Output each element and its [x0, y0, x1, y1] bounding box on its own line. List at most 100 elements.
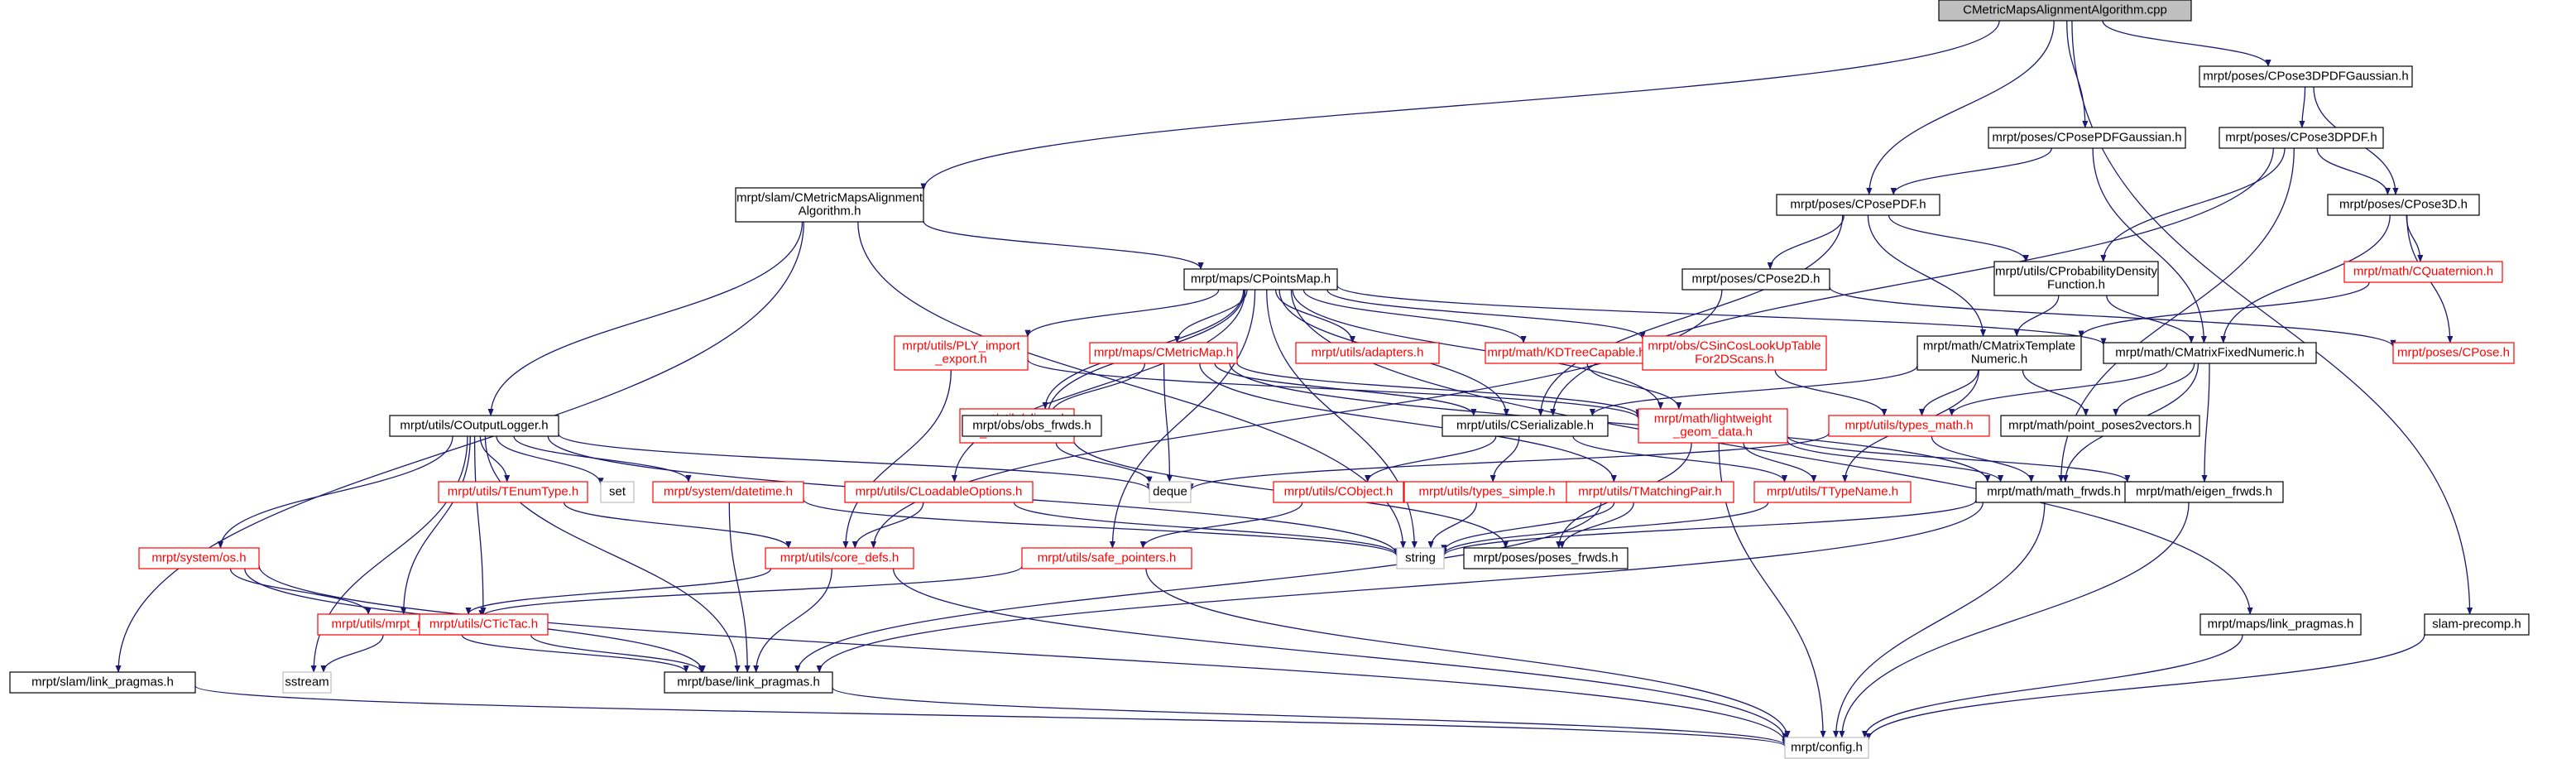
edge-cposepdf-to-cmatrixtemplate: [1867, 214, 1987, 337]
node-box: [1149, 481, 1192, 503]
node-poses_frwds[interactable]: mrpt/poses/poses_frwds.h: [1463, 547, 1629, 569]
edge-coutputlogger-to-tenumtype: [479, 435, 511, 483]
edge-math_frwds-to-string: [1441, 500, 1977, 557]
node-config[interactable]: mrpt/config.h: [1784, 737, 1869, 759]
edge-cpointsmap-to-kdtree: [1302, 289, 1527, 343]
edge-tmatchingpair-to-base_link: [794, 502, 1602, 673]
node-cposepdf[interactable]: mrpt/poses/CPosePDF.h: [1776, 194, 1940, 216]
edge-ply-to-core_defs: [842, 369, 952, 549]
node-box: [1089, 342, 1238, 364]
node-label: mrpt/utils/TMatchingPair.h: [1578, 484, 1721, 498]
node-eigen_frwds[interactable]: mrpt/math/eigen_frwds.h: [2124, 481, 2284, 503]
node-label: CMetricMapsAlignmentAlgorithm.cpp: [1963, 2, 2167, 17]
node-cmatrixfixed[interactable]: mrpt/math/CMatrixFixedNumeric.h: [2103, 342, 2317, 364]
node-label: mrpt/poses/CPose2D.h: [1691, 271, 1820, 286]
node-label: mrpt/maps/link_pragmas.h: [2208, 617, 2354, 631]
node-box: [1273, 481, 1404, 503]
node-box: [1993, 261, 2159, 296]
node-tmatchingpair[interactable]: mrpt/utils/TMatchingPair.h: [1566, 481, 1734, 503]
node-box: [1463, 547, 1629, 569]
node-math_frwds[interactable]: mrpt/math/math_frwds.h: [1975, 481, 2132, 503]
node-ttypename[interactable]: mrpt/utils/TTypeName.h: [1753, 481, 1912, 503]
node-os[interactable]: mrpt/system/os.h: [138, 547, 260, 569]
edge-kdtree-to-lightweight: [1586, 363, 1682, 410]
node-box: [1183, 268, 1338, 291]
edge-ctictac-to-base_link: [530, 634, 704, 673]
edge-tenumtype-to-core_defs: [563, 502, 792, 549]
edge-types_math-to-math_frwds: [1931, 435, 2035, 483]
node-slam_cmmaa[interactable]: mrpt/slam/CMetricMapsAlignmentAlgorithm.…: [735, 187, 924, 223]
edge-root-to-cposepdfgaussian: [2066, 20, 2089, 128]
node-label: mrpt/utils/core_defs.h: [780, 550, 899, 564]
node-label: mrpt/utils/CObject.h: [1284, 484, 1394, 498]
node-label: mrpt/maps/CPointsMap.h: [1191, 271, 1331, 286]
node-safe_pointers[interactable]: mrpt/utils/safe_pointers.h: [1021, 547, 1192, 569]
node-cserializable[interactable]: mrpt/utils/CSerializable.h: [1442, 415, 1609, 437]
edge-cpose3d-to-cquaternion: [2406, 214, 2424, 262]
node-cpose3dpdfgaussian[interactable]: mrpt/poses/CPose3DPDFGaussian.h: [2199, 65, 2413, 88]
node-label: mrpt/maps/CMetricMap.h: [1094, 345, 1233, 359]
node-coutputlogger[interactable]: mrpt/utils/COutputLogger.h: [389, 415, 559, 437]
edge-cmetricmap-to-tmatchingpair: [1199, 363, 1617, 483]
node-label: mrpt/obs/obs_frwds.h: [972, 418, 1091, 432]
node-slam_precomp[interactable]: slam-precomp.h: [2424, 613, 2530, 636]
node-types_math[interactable]: mrpt/utils/types_math.h: [1828, 415, 1990, 437]
edge-root-to-cpose3dpdfgaussian: [2102, 20, 2271, 67]
node-kdtree[interactable]: mrpt/math/KDTreeCapable.h: [1485, 342, 1648, 364]
node-cpose3dpdf[interactable]: mrpt/poses/CPose3DPDF.h: [2219, 127, 2384, 149]
node-label: mrpt/utils/types_simple.h: [1418, 484, 1555, 498]
node-types_simple[interactable]: mrpt/utils/types_simple.h: [1403, 481, 1571, 503]
node-maps_link[interactable]: mrpt/maps/link_pragmas.h: [2199, 613, 2362, 636]
node-box: [2199, 613, 2362, 636]
node-cobject[interactable]: mrpt/utils/CObject.h: [1273, 481, 1404, 503]
node-cpose2d[interactable]: mrpt/poses/CPose2D.h: [1681, 268, 1830, 291]
node-datetime[interactable]: mrpt/system/datetime.h: [652, 481, 804, 503]
edge-cmatrixfixed-to-eigen_frwds: [2201, 363, 2210, 483]
node-box: [1776, 194, 1940, 216]
node-string[interactable]: string: [1396, 547, 1445, 569]
node-adapters[interactable]: mrpt/utils/adapters.h: [1295, 342, 1440, 364]
edge-cpose3dpdf-to-cpose3d: [2316, 147, 2391, 195]
node-sstream[interactable]: sstream: [282, 671, 332, 694]
edge-cmetricmap-to-lightweight: [1236, 363, 1642, 417]
edge-cpointsmap-to-adapters: [1274, 289, 1355, 343]
node-label: mrpt/utils/CLoadableOptions.h: [856, 484, 1023, 498]
node-cpose[interactable]: mrpt/poses/CPose.h: [2392, 342, 2515, 364]
edge-core_defs-to-config: [892, 568, 1788, 741]
node-box: [1753, 481, 1912, 503]
edge-slam_cmmaa-to-coutputlogger: [487, 221, 804, 416]
node-base_link[interactable]: mrpt/base/link_pragmas.h: [664, 671, 833, 694]
edge-cposepdf-to-cprobdensity: [1888, 214, 2029, 262]
node-ply[interactable]: mrpt/utils/PLY_import_export.h: [894, 335, 1029, 371]
node-ctictac[interactable]: mrpt/utils/CTicTac.h: [419, 613, 549, 636]
node-point_poses2vectors[interactable]: mrpt/math/point_poses2vectors.h: [2000, 415, 2200, 437]
edge-coutputlogger-to-deque: [558, 433, 1153, 491]
node-cloadable[interactable]: mrpt/utils/CLoadableOptions.h: [844, 481, 1034, 503]
edge-coutputlogger-to-ctictac: [473, 435, 487, 615]
edge-coutputlogger-to-set: [496, 435, 604, 486]
node-label: mrpt/poses/CPose3DPDF.h: [2225, 130, 2377, 144]
node-box: [1566, 481, 1734, 503]
edge-mrpt_macros-to-base_link: [461, 634, 689, 673]
node-label: deque: [1153, 484, 1187, 498]
node-cmetricmap[interactable]: mrpt/maps/CMetricMap.h: [1089, 342, 1238, 364]
node-cquaternion[interactable]: mrpt/math/CQuaternion.h: [2343, 261, 2503, 283]
node-slam_link[interactable]: mrpt/slam/link_pragmas.h: [9, 671, 196, 694]
node-label: mrpt/utils/adapters.h: [1312, 345, 1424, 359]
node-cposepdfgaussian[interactable]: mrpt/poses/CPosePDFGaussian.h: [1988, 127, 2186, 149]
node-tenumtype[interactable]: mrpt/utils/TEnumType.h: [438, 481, 588, 503]
node-cpose3d[interactable]: mrpt/poses/CPose3D.h: [2327, 194, 2480, 216]
node-deque[interactable]: deque: [1149, 481, 1192, 503]
node-set[interactable]: set: [600, 481, 635, 503]
node-core_defs[interactable]: mrpt/utils/core_defs.h: [765, 547, 914, 569]
edge-datetime-to-base_link: [728, 502, 751, 673]
edge-tmatchingpair-to-poses_frwds: [1559, 502, 1634, 549]
node-obs_frwds[interactable]: mrpt/obs/obs_frwds.h: [962, 415, 1102, 437]
node-root[interactable]: CMetricMapsAlignmentAlgorithm.cpp: [1938, 0, 2192, 22]
node-cpointsmap[interactable]: mrpt/maps/CPointsMap.h: [1183, 268, 1338, 291]
node-lightweight[interactable]: mrpt/math/lightweight_geom_data.h: [1638, 408, 1788, 444]
node-label: mrpt/poses/CPose3DPDFGaussian.h: [2203, 69, 2408, 83]
